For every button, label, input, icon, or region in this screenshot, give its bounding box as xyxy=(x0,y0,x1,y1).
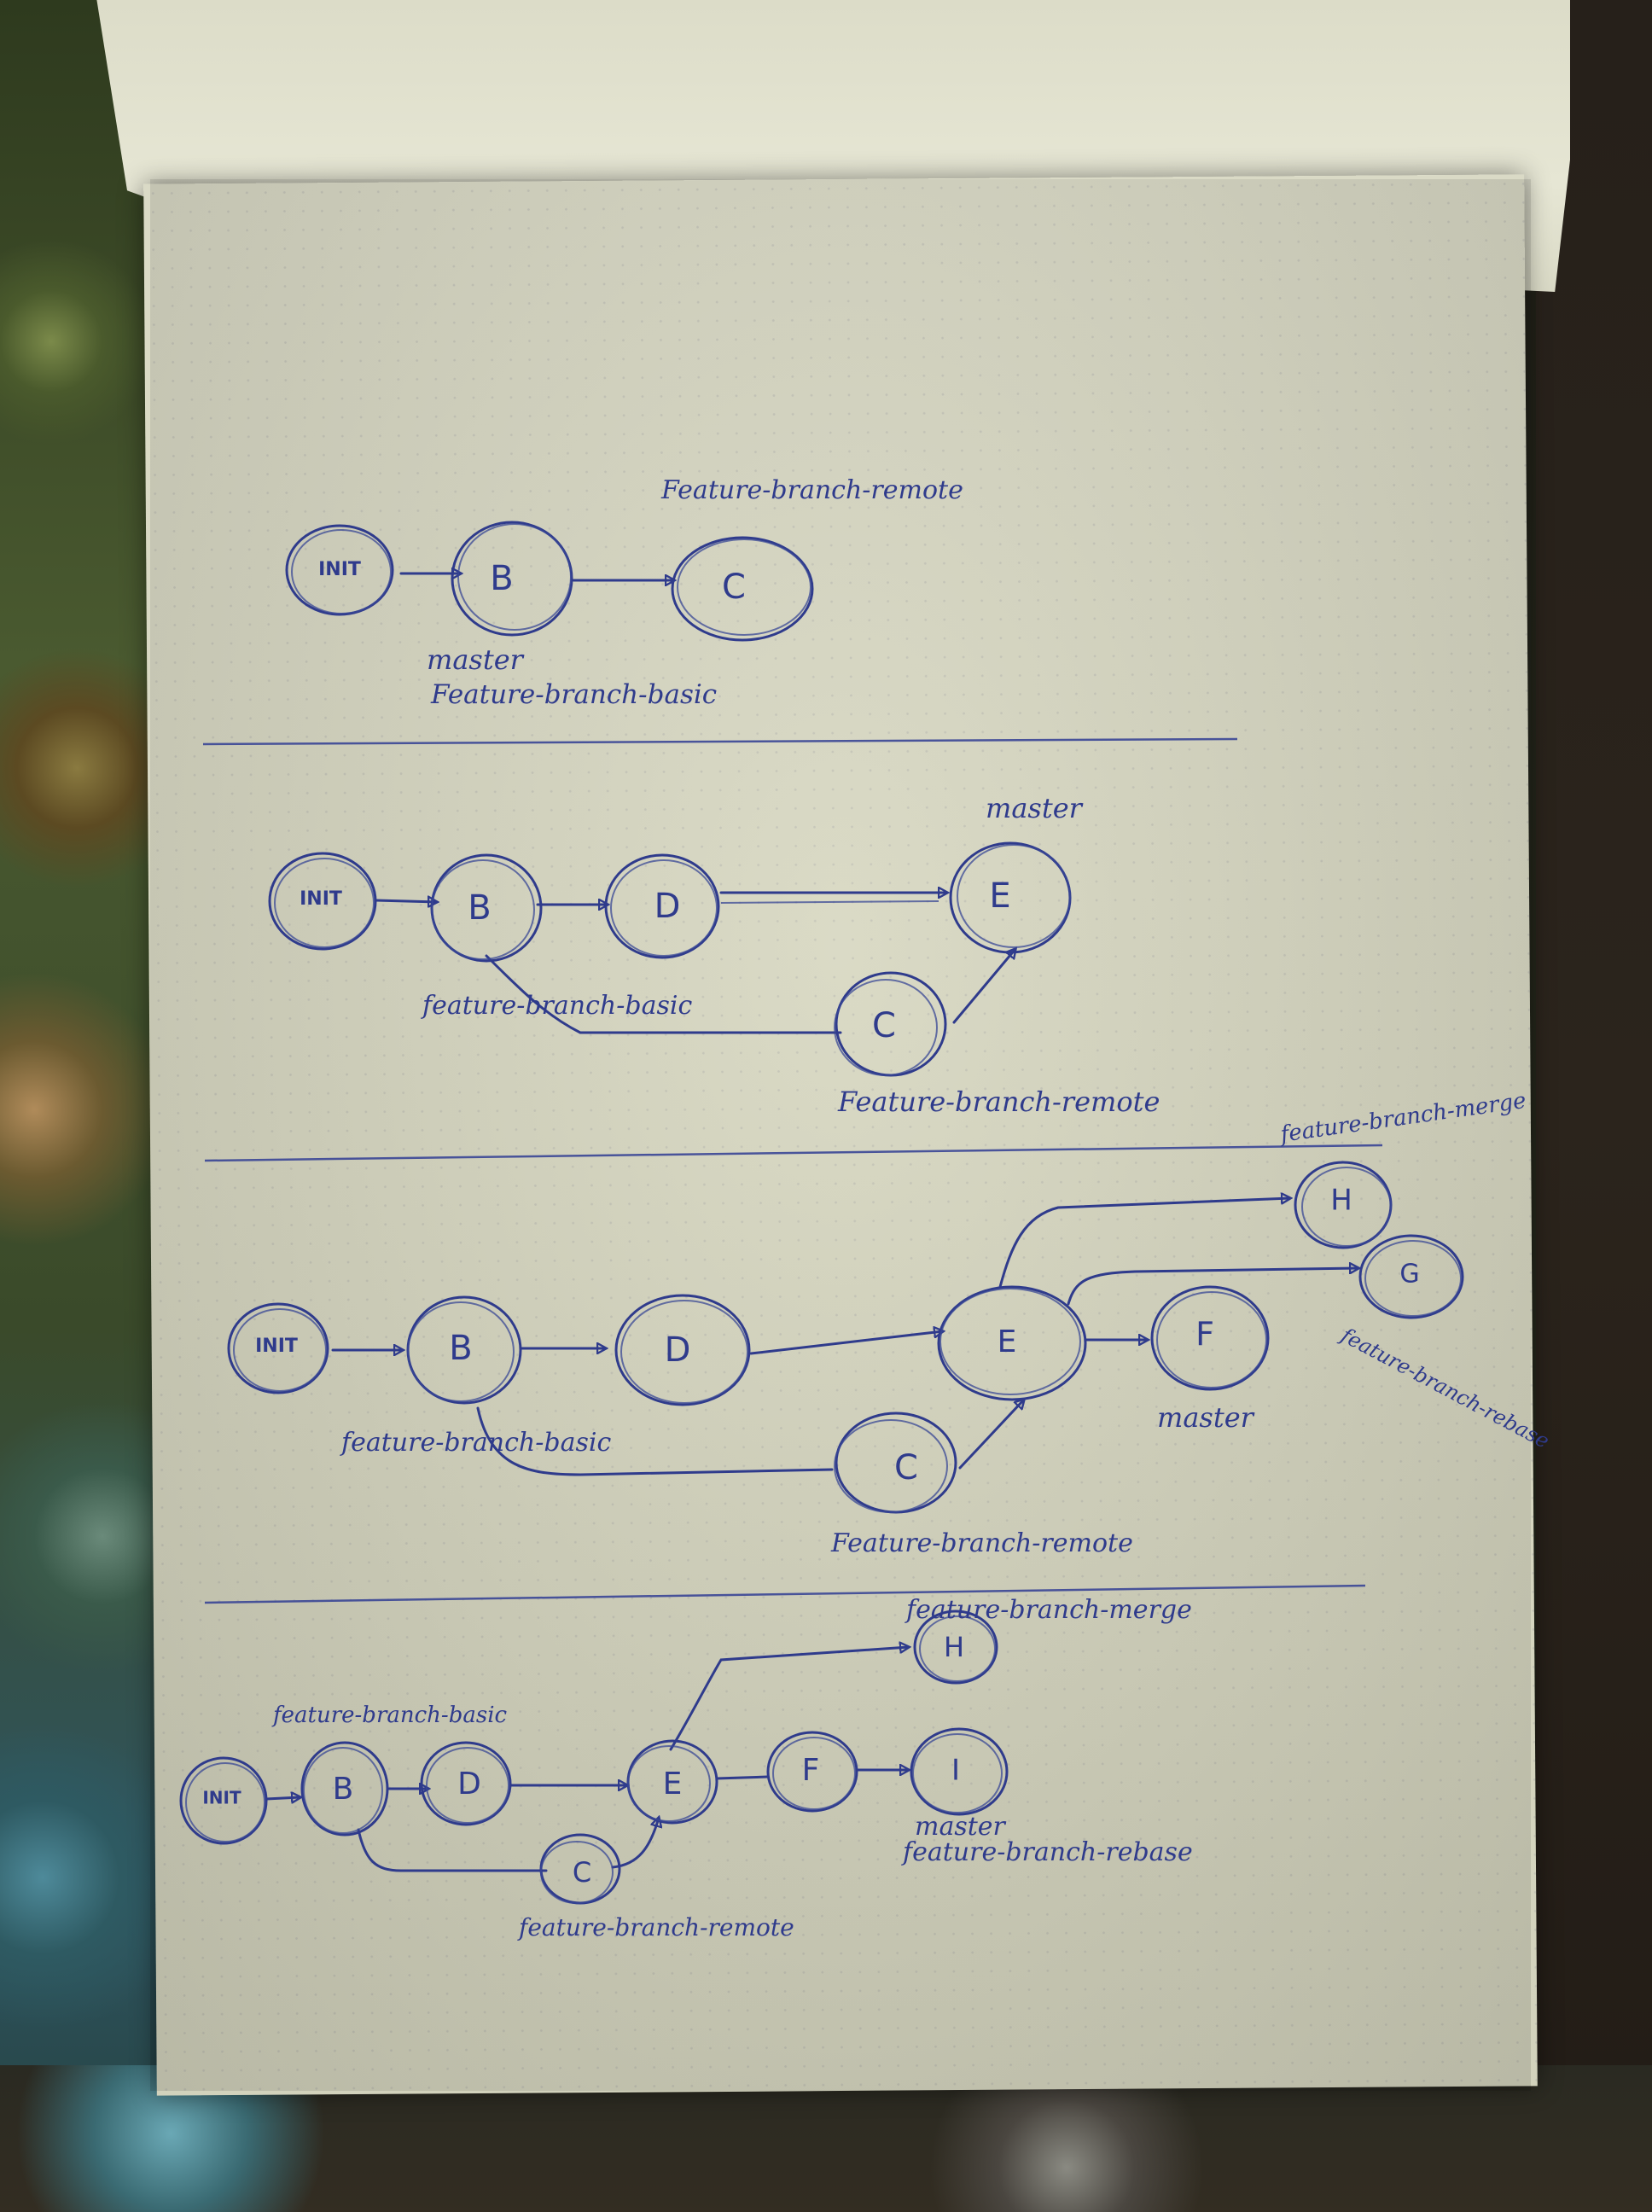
diagram-3-label-feature-branch-rebase: feature-branch-rebase xyxy=(1335,1323,1553,1453)
diagram-3-edges xyxy=(331,1198,1358,1476)
diagram-4-node-b: B xyxy=(300,1741,389,1837)
diagram-1-node-init: INIT xyxy=(285,524,394,616)
diagram-4-label-feature-branch-rebase: feature-branch-rebase xyxy=(901,1837,1193,1867)
diagram-3-node-f-label: F xyxy=(1195,1316,1214,1353)
diagram-2-label-master: master xyxy=(986,792,1084,824)
diagram-4-label-feature-branch-merge: feature-branch-merge xyxy=(905,1595,1192,1625)
diagram-3-label-feature-branch-remote: Feature-branch-remote xyxy=(830,1528,1133,1558)
diagram-4-node-f: F xyxy=(766,1731,858,1813)
diagram-2-node-e-label: E xyxy=(989,876,1010,916)
diagram-1-node-b-label: B xyxy=(490,559,513,598)
diagram-1-node-c: C xyxy=(671,536,814,642)
diagram-3-node-d: D xyxy=(614,1294,751,1406)
diagram-2-node-d: D xyxy=(604,853,720,959)
diagram-2-node-init-label: INIT xyxy=(300,888,342,910)
diagram-4-label-feature-branch-basic: feature-branch-basic xyxy=(271,1703,508,1728)
diagram-4-label-master: master xyxy=(915,1812,1007,1842)
diagram-4-node-b-label: B xyxy=(333,1772,354,1807)
separator-line-2 xyxy=(204,1144,1383,1162)
separator-line-1 xyxy=(202,737,1238,746)
separator-line-3 xyxy=(204,1584,1366,1604)
diagram-1-node-b: B xyxy=(451,521,573,637)
diagram-3-node-init-label: INIT xyxy=(255,1336,298,1357)
diagram-3-label-feature-branch-basic: feature-branch-basic xyxy=(340,1428,611,1458)
diagram-4-node-d-label: D xyxy=(457,1767,481,1802)
diagram-1-label-feature-branch-basic: Feature-branch-basic xyxy=(430,679,717,710)
diagram-3-label-feature-branch-merge: feature-branch-merge xyxy=(1277,1088,1528,1148)
diagram-3-node-h: H xyxy=(1294,1161,1393,1249)
diagram-3-node-c: C xyxy=(834,1412,957,1514)
diagram-2-node-c-label: C xyxy=(872,1006,896,1045)
diagram-2-node-b-label: B xyxy=(468,888,491,928)
diagram-1-label-master: master xyxy=(427,643,525,676)
diagram-2-label-feature-branch-remote: Feature-branch-remote xyxy=(837,1086,1160,1118)
diagram-4-node-c: C xyxy=(539,1833,621,1905)
diagram-4-node-e-label: E xyxy=(663,1767,683,1802)
diagram-4-node-i: I xyxy=(910,1727,1009,1816)
diagram-4-node-e: E xyxy=(626,1739,718,1825)
diagram-4-node-h-label: H xyxy=(944,1631,964,1663)
diagram-1: INIT B C Feature-branch-remote master Fe… xyxy=(285,475,963,710)
diagram-2-node-b: B xyxy=(430,853,543,963)
diagram-2-node-c: C xyxy=(834,971,947,1077)
diagram-3-label-master: master xyxy=(1157,1401,1255,1434)
diagram-3-node-h-label: H xyxy=(1330,1184,1352,1218)
diagram-2-node-d-label: D xyxy=(654,887,681,926)
diagram-3-node-d-label: D xyxy=(665,1330,691,1370)
diagram-3-node-g-label: G xyxy=(1399,1260,1419,1289)
fabric-background-right xyxy=(1536,0,1652,2212)
diagram-3-node-c-label: C xyxy=(894,1448,918,1487)
diagram-1-label-feature-branch-remote: Feature-branch-remote xyxy=(660,475,963,505)
diagram-4-label-feature-branch-remote: feature-branch-remote xyxy=(517,1913,794,1941)
diagram-4-node-d: D xyxy=(420,1741,512,1826)
diagram-3-node-g: G xyxy=(1358,1234,1464,1319)
diagram-3-node-e-label: E xyxy=(998,1324,1017,1359)
diagram-4-node-init-label: INIT xyxy=(202,1788,241,1808)
diagram-2-label-feature-branch-basic: feature-branch-basic xyxy=(421,991,692,1021)
diagram-2-edges xyxy=(374,893,1015,1034)
diagram-4-node-c-label: C xyxy=(573,1856,591,1889)
diagram-1-node-init-label: INIT xyxy=(318,559,361,580)
diagram-2-node-e: E xyxy=(949,841,1072,954)
diagram-3-node-f: F xyxy=(1150,1285,1270,1391)
diagram-4-node-h: H xyxy=(913,1610,998,1685)
diagram-3-node-b-label: B xyxy=(449,1329,472,1368)
diagram-2-node-init: INIT xyxy=(268,852,377,951)
diagram-4-node-f-label: F xyxy=(802,1753,820,1788)
diagram-4: INIT B D E F xyxy=(179,1595,1193,1941)
diagram-2: INIT B D E C master xyxy=(268,792,1160,1118)
diagram-3-node-e: E xyxy=(937,1285,1087,1401)
diagram-1-node-c-label: C xyxy=(722,568,746,607)
diagram-4-node-i-label: I xyxy=(951,1754,960,1788)
diagram-3-node-b: B xyxy=(406,1295,522,1405)
diagram-4-node-init: INIT xyxy=(179,1756,268,1845)
diagram-3-node-init: INIT xyxy=(227,1302,329,1394)
